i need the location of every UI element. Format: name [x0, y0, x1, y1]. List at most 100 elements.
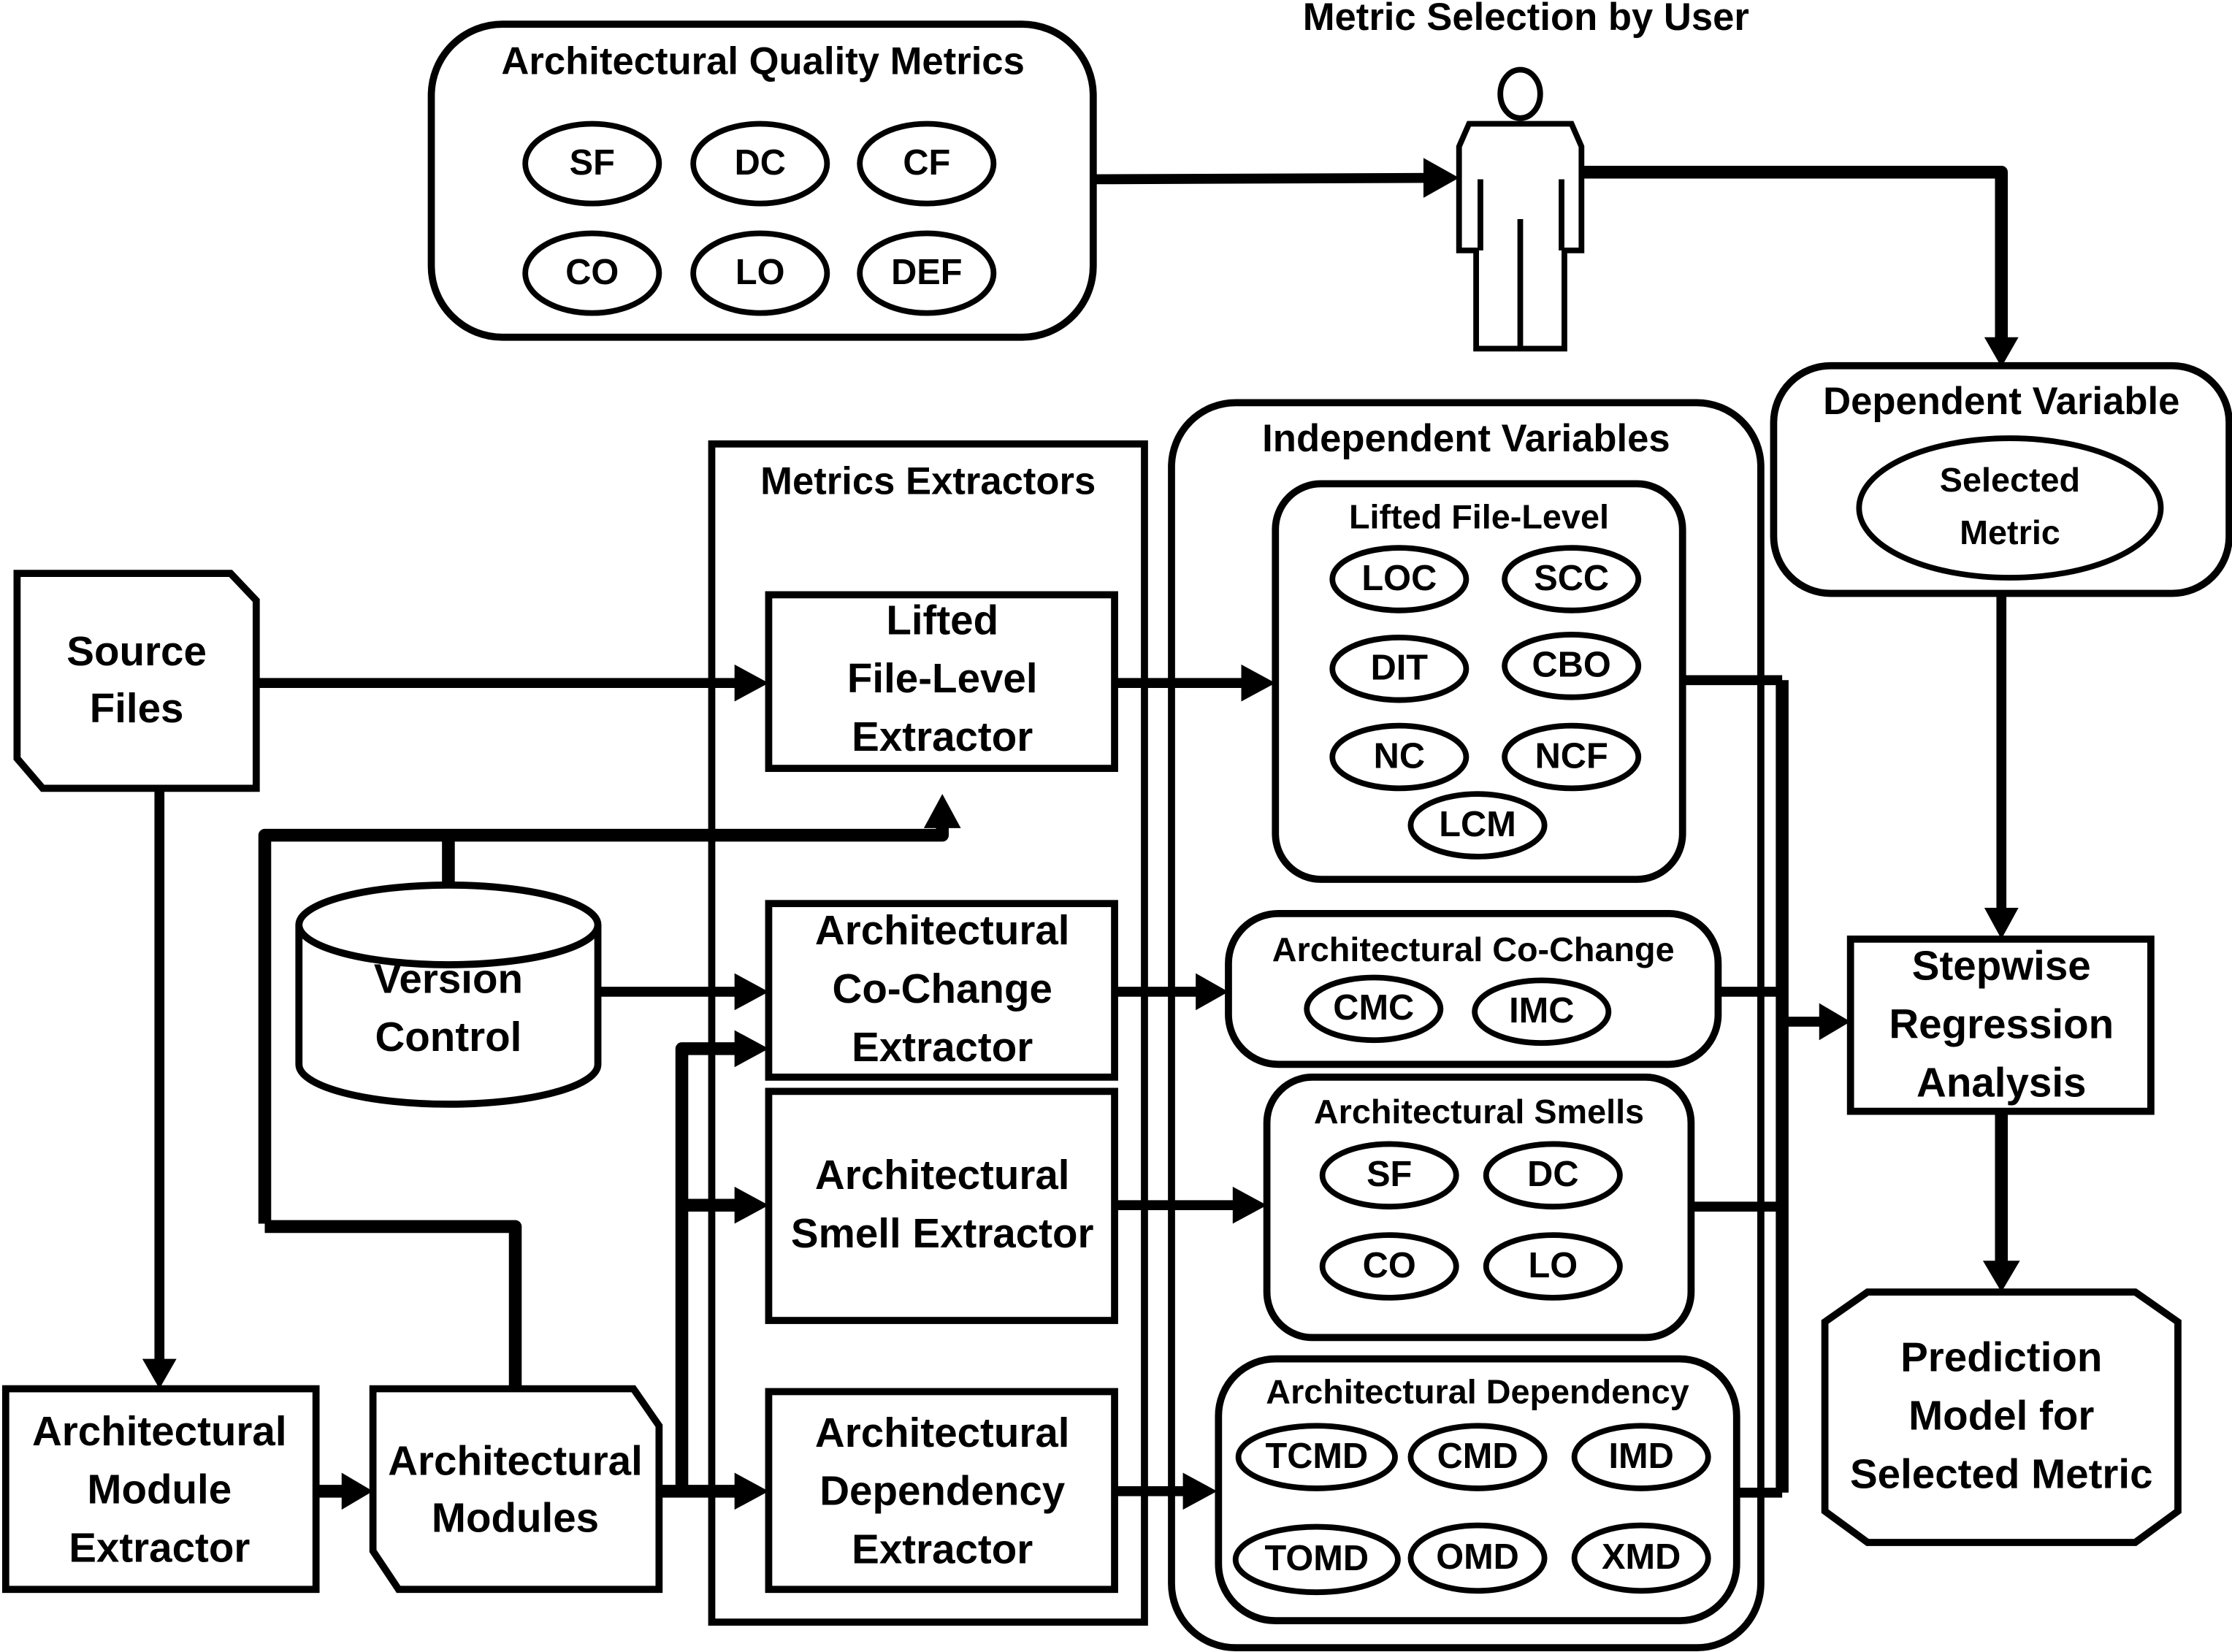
svg-text:Architectural Smells: Architectural Smells	[1314, 1093, 1644, 1131]
svg-text:DIT: DIT	[1371, 649, 1429, 688]
modules-to-extractors-bus	[659, 1030, 769, 1510]
svg-text:LOC: LOC	[1361, 559, 1437, 598]
quality-metric-oval: CO	[522, 230, 662, 316]
dependent-variable-group: Dependent Variable Selected Metric	[1770, 362, 2232, 597]
svg-text:Stepwise: Stepwise	[1912, 943, 2091, 989]
quality-metric-oval: LO	[690, 230, 830, 316]
metrics-extractors-title: Metrics Extractors	[760, 459, 1096, 502]
svg-text:LO: LO	[1529, 1246, 1578, 1285]
quality-metric-oval: SF	[522, 121, 662, 207]
svg-text:Architectural Dependency: Architectural Dependency	[1266, 1373, 1689, 1411]
metric-oval: DC	[1483, 1141, 1623, 1210]
svg-text:Architectural: Architectural	[388, 1438, 643, 1484]
svg-text:CMD: CMD	[1437, 1437, 1518, 1476]
cochange-extractor-node: Architectural Co-Change Extractor	[765, 900, 1118, 1081]
independent-variables-title: Independent Variables	[1262, 417, 1670, 460]
svg-text:TCMD: TCMD	[1265, 1437, 1368, 1476]
metric-oval: IMD	[1571, 1423, 1711, 1491]
independent-variables-box	[1168, 399, 1765, 1652]
cochange-group: Architectural Co-Change CMC IMC	[1225, 909, 1722, 1068]
metric-oval: SCC	[1502, 545, 1642, 613]
metric-oval: LCM	[1407, 791, 1548, 860]
quality-metric-oval: DEF	[857, 230, 997, 316]
svg-text:SF: SF	[1367, 1155, 1412, 1194]
prediction-model-node: Prediction Model for Selected Metric	[1821, 1288, 2182, 1546]
svg-text:Architectural: Architectural	[815, 1152, 1070, 1198]
svg-text:CMC: CMC	[1333, 988, 1414, 1028]
metric-oval: CMC	[1304, 974, 1444, 1044]
metric-oval: LO	[1483, 1232, 1623, 1301]
source-files-node: Source Files	[13, 570, 260, 792]
svg-text:Extractor: Extractor	[852, 714, 1033, 760]
dependency-extractor-node: Architectural Dependency Extractor	[765, 1388, 1118, 1594]
svg-text:DC: DC	[1527, 1155, 1578, 1194]
svg-text:SCC: SCC	[1534, 559, 1609, 598]
metric-oval: XMD	[1571, 1522, 1711, 1594]
svg-text:Source: Source	[66, 628, 207, 674]
svg-text:Smell Extractor: Smell Extractor	[791, 1210, 1094, 1256]
svg-text:Files: Files	[90, 685, 184, 731]
regression-node: Stepwise Regression Analysis	[1846, 936, 2155, 1115]
svg-text:SF: SF	[570, 143, 615, 183]
svg-text:OMD: OMD	[1436, 1537, 1519, 1577]
svg-text:Dependency: Dependency	[819, 1468, 1066, 1514]
arrow-lifted-extractor-to-vars	[1115, 664, 1276, 702]
svg-text:XMD: XMD	[1602, 1537, 1681, 1577]
arrow-extractor-to-modules	[316, 1472, 373, 1510]
dependency-group: Architectural Dependency TCMD CMD IMD TO…	[1215, 1355, 1740, 1625]
svg-text:IMD: IMD	[1609, 1437, 1674, 1476]
quality-metrics-group: Architectural Quality Metrics SF DC CF C…	[427, 20, 1097, 341]
svg-text:CO: CO	[565, 253, 619, 292]
svg-text:Extractor: Extractor	[852, 1024, 1033, 1070]
lifted-file-level-group: Lifted File-Level LOC SCC DIT CBO NC NCF…	[1272, 480, 1686, 883]
modules-feedback-line	[264, 1220, 522, 1389]
person-icon	[1456, 66, 1585, 352]
svg-text:Control: Control	[375, 1014, 521, 1060]
svg-text:NC: NC	[1374, 736, 1425, 776]
metric-oval: CBO	[1502, 632, 1642, 700]
svg-text:Prediction: Prediction	[1900, 1334, 2102, 1380]
svg-text:Extractor: Extractor	[69, 1525, 250, 1571]
svg-text:File-Level: File-Level	[847, 655, 1038, 701]
svg-text:Architectural: Architectural	[815, 1410, 1070, 1456]
svg-text:Architectural: Architectural	[815, 907, 1070, 953]
dependent-variable-title: Dependent Variable	[1823, 380, 2179, 423]
arrow-regression-to-prediction	[1982, 1111, 2020, 1293]
version-control-node: Version Control	[295, 881, 602, 1108]
independent-variables-group: Independent Variables Lifted File-Level …	[1168, 399, 1765, 1652]
svg-text:CO: CO	[1363, 1246, 1416, 1285]
svg-text:NCF: NCF	[1535, 736, 1608, 776]
metric-oval: LOC	[1329, 545, 1469, 613]
metric-oval: DIT	[1329, 634, 1469, 703]
variables-collector-bus	[1682, 675, 1851, 1498]
svg-text:Modules: Modules	[432, 1495, 599, 1541]
arrow-cochange-extractor-to-vars	[1115, 973, 1228, 1011]
svg-text:LCM: LCM	[1439, 805, 1516, 844]
selected-metric-oval	[1856, 435, 2164, 581]
svg-text:CF: CF	[903, 143, 950, 183]
svg-text:DEF: DEF	[891, 253, 962, 292]
arrow-dependent-to-regression	[1984, 593, 2019, 939]
metrics-extractors-group: Metrics Extractors Lifted File-Level Ext…	[708, 440, 1148, 1626]
svg-text:Module: Module	[87, 1466, 232, 1513]
metric-oval: SF	[1319, 1141, 1459, 1210]
arrow-user-to-dependent	[1581, 165, 2019, 367]
svg-text:Regression: Regression	[1889, 1001, 2114, 1047]
svg-text:Analysis: Analysis	[1916, 1059, 2086, 1105]
svg-text:CBO: CBO	[1532, 646, 1611, 685]
svg-text:Selected: Selected	[1940, 461, 2080, 499]
arrow-source-to-module-extractor	[142, 788, 177, 1389]
smell-extractor-node: Architectural Smell Extractor	[765, 1087, 1118, 1324]
metric-oval: OMD	[1407, 1522, 1548, 1594]
metric-oval: CO	[1319, 1232, 1459, 1301]
user-title: Metric Selection by User	[1303, 0, 1749, 39]
svg-text:Lifted File-Level: Lifted File-Level	[1349, 498, 1609, 536]
quality-metrics-title: Architectural Quality Metrics	[501, 40, 1024, 83]
arrow-source-to-lifted-extractor	[256, 664, 769, 702]
metric-oval: TOMD	[1232, 1523, 1401, 1596]
svg-text:Extractor: Extractor	[852, 1526, 1033, 1572]
arrow-metrics-to-user	[1093, 158, 1459, 198]
metric-oval: TCMD	[1235, 1423, 1398, 1491]
svg-text:IMC: IMC	[1509, 991, 1574, 1030]
